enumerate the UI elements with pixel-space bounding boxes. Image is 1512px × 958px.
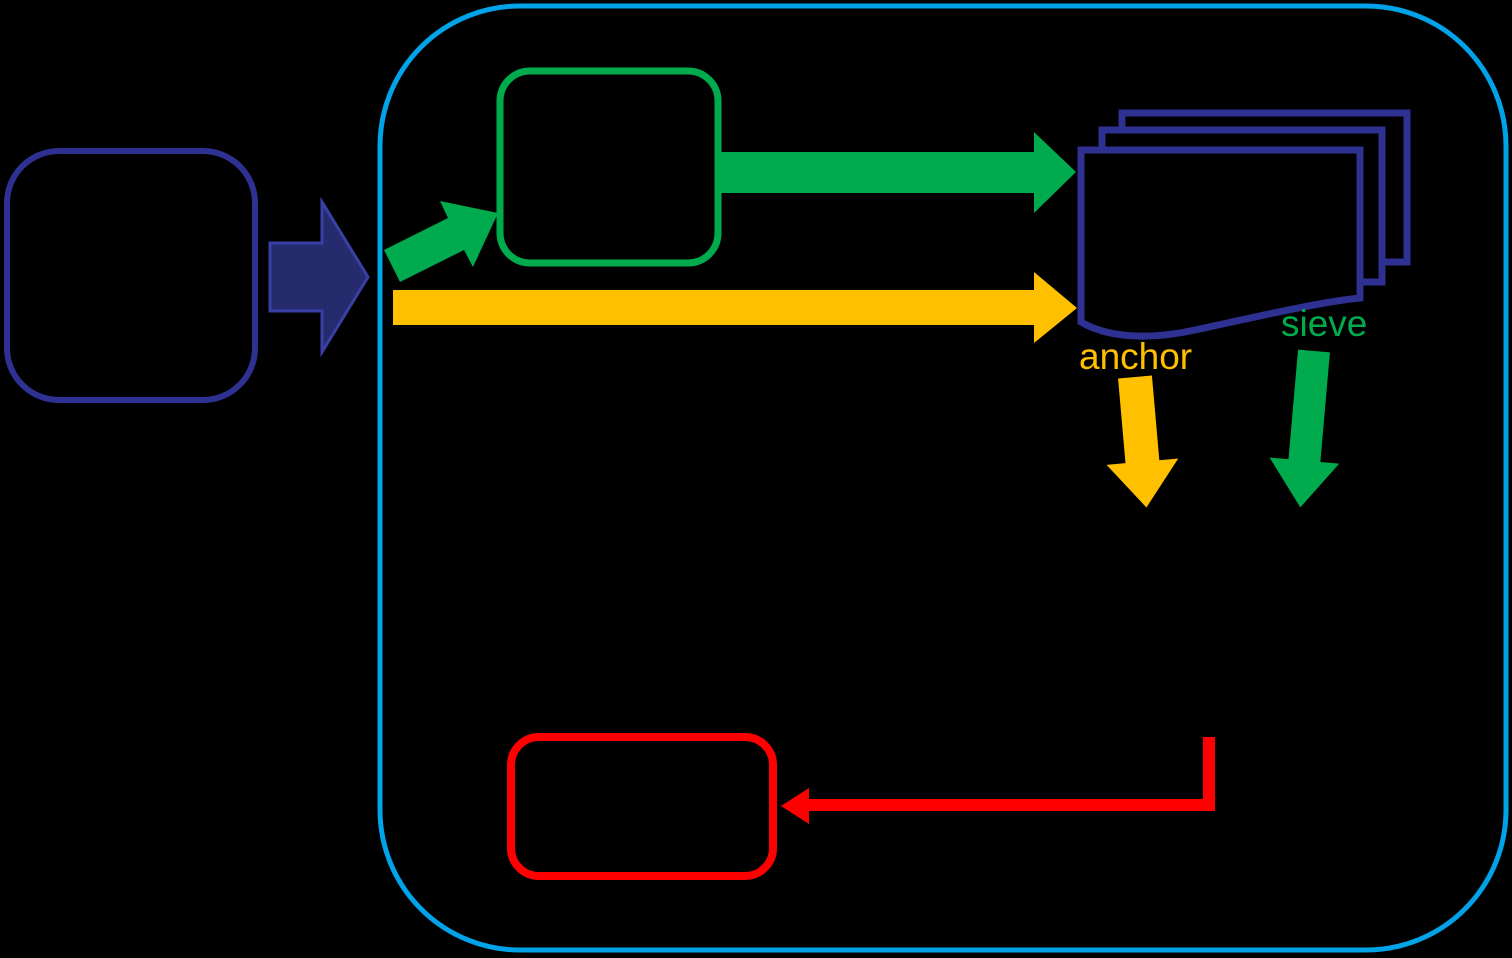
return-arrow-line: [808, 737, 1215, 811]
document-stack: [1077, 109, 1411, 340]
sieve-down-arrow: [1269, 349, 1340, 508]
result-box: [507, 733, 777, 880]
anchor-down-arrow: [1106, 375, 1179, 508]
anchor-label: anchor: [1079, 336, 1193, 377]
process-to-documents-arrow: [720, 132, 1076, 213]
sieve-label: sieve: [1281, 303, 1368, 344]
anchor-path-arrow: [393, 272, 1077, 343]
container-to-process-arrow: [384, 201, 498, 282]
return-arrowhead: [781, 788, 809, 824]
source-box: [4, 148, 258, 403]
process-box: [496, 67, 722, 267]
document-page-front: [1077, 146, 1364, 340]
source-to-container-arrow: [268, 196, 370, 358]
pipeline-container: [377, 3, 1509, 953]
